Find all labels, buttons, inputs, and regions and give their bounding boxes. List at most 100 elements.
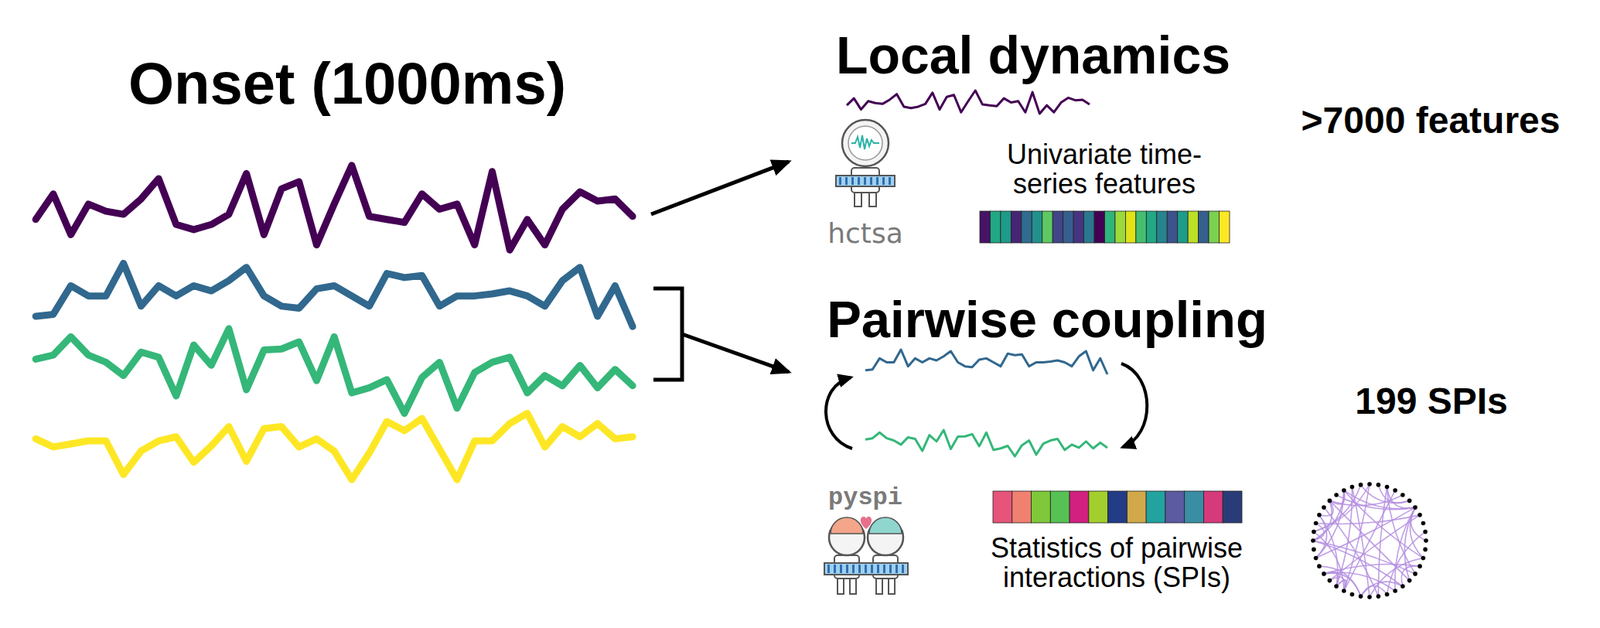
network-edge bbox=[1323, 507, 1379, 597]
spi-cell bbox=[1012, 491, 1032, 523]
band-stripe bbox=[883, 564, 886, 574]
band-stripe bbox=[882, 177, 885, 185]
network-edge bbox=[1361, 581, 1403, 597]
network-node bbox=[1358, 593, 1364, 599]
network-node bbox=[1412, 504, 1418, 510]
robot-hair bbox=[830, 517, 864, 534]
feature-cell bbox=[1219, 211, 1230, 243]
mini-series bbox=[846, 90, 1090, 114]
network-node bbox=[1327, 498, 1333, 504]
network-node bbox=[1407, 498, 1413, 504]
band-stripe bbox=[870, 564, 874, 574]
band-stripe bbox=[889, 564, 892, 574]
network-node bbox=[1311, 529, 1317, 535]
network-node bbox=[1376, 593, 1382, 599]
band-stripe bbox=[895, 564, 898, 574]
network-edge bbox=[1329, 494, 1403, 506]
spi-cell bbox=[1069, 491, 1089, 523]
feature-cell bbox=[989, 211, 1000, 243]
network-node bbox=[1358, 482, 1364, 488]
feature-cell bbox=[1021, 211, 1032, 243]
time-series bbox=[35, 412, 633, 480]
spi-bar bbox=[992, 491, 1242, 523]
network-edge bbox=[1323, 572, 1396, 591]
mini-series bbox=[865, 429, 1108, 457]
feature-cell bbox=[1177, 211, 1188, 243]
feature-cell bbox=[1198, 211, 1209, 243]
band-stripe bbox=[858, 564, 861, 574]
network-edge bbox=[1313, 532, 1345, 591]
panel-heading: Onset (1000ms) bbox=[128, 52, 567, 115]
network-node bbox=[1385, 484, 1390, 490]
network-node bbox=[1311, 547, 1317, 553]
robot-band bbox=[824, 562, 908, 575]
network-node bbox=[1392, 487, 1398, 493]
tool-name: hctsa bbox=[827, 218, 904, 249]
network-node bbox=[1421, 556, 1427, 561]
network-node bbox=[1350, 484, 1355, 490]
feature-cell bbox=[1156, 211, 1167, 243]
feature-cell bbox=[1063, 211, 1074, 243]
network-node bbox=[1313, 521, 1319, 526]
network-node bbox=[1376, 482, 1382, 488]
feature-bar bbox=[979, 211, 1230, 243]
spi-cell bbox=[1031, 491, 1051, 523]
network-edge bbox=[1313, 540, 1403, 587]
network-edge bbox=[1351, 487, 1370, 598]
spi-cell bbox=[1088, 491, 1109, 523]
pyspi-robots bbox=[824, 516, 908, 594]
network-edge bbox=[1329, 576, 1345, 591]
feature-cell bbox=[1115, 211, 1126, 243]
robot-wave bbox=[851, 135, 880, 150]
network-node bbox=[1392, 588, 1398, 594]
mini-series bbox=[865, 349, 1108, 375]
network-node bbox=[1423, 538, 1429, 543]
band-stripe bbox=[876, 177, 879, 185]
network-edge bbox=[1313, 490, 1345, 541]
arrow bbox=[651, 161, 789, 215]
spi-cell bbox=[1165, 491, 1185, 523]
spi-cell bbox=[992, 491, 1013, 523]
network-node bbox=[1385, 592, 1390, 598]
network-node bbox=[1333, 583, 1339, 589]
feature-cell bbox=[1073, 211, 1084, 243]
section-heading: Local dynamics bbox=[835, 27, 1231, 83]
robot-hair bbox=[869, 517, 902, 534]
network-node bbox=[1350, 592, 1355, 598]
network-node bbox=[1422, 547, 1428, 553]
band-stripe bbox=[901, 564, 905, 574]
band-stripe bbox=[857, 177, 860, 185]
network-node bbox=[1321, 504, 1327, 510]
feature-cell bbox=[1052, 211, 1063, 243]
network-node bbox=[1412, 571, 1418, 577]
spi-caption: Statistics of pairwise interactions (SPI… bbox=[965, 533, 1268, 593]
network-node bbox=[1341, 487, 1347, 493]
feature-cell bbox=[1000, 211, 1011, 243]
network-node bbox=[1422, 529, 1428, 535]
network-node bbox=[1321, 571, 1327, 577]
network-node bbox=[1310, 538, 1316, 543]
feature-caption: Univariate time-series features bbox=[984, 139, 1225, 199]
time-series bbox=[35, 165, 633, 251]
heart bbox=[860, 516, 872, 529]
robot-head bbox=[842, 119, 889, 167]
network-edge bbox=[1361, 484, 1410, 503]
spi-cell bbox=[1222, 491, 1242, 523]
band-stripe bbox=[863, 177, 867, 185]
network-node bbox=[1316, 563, 1322, 569]
band-stripe bbox=[852, 564, 855, 574]
network-node bbox=[1407, 578, 1413, 584]
spi-count: 199 SPIs bbox=[1354, 382, 1508, 421]
network-node bbox=[1333, 492, 1339, 498]
network-node bbox=[1400, 583, 1406, 589]
band-stripe bbox=[827, 564, 830, 574]
network-node bbox=[1417, 563, 1423, 569]
bracket bbox=[653, 288, 683, 380]
feature-cell bbox=[1105, 211, 1116, 243]
spi-cell bbox=[1203, 491, 1223, 523]
network-node bbox=[1341, 588, 1347, 594]
network-node bbox=[1421, 521, 1427, 526]
feature-cell bbox=[1125, 211, 1136, 243]
network-edge bbox=[1316, 507, 1416, 558]
